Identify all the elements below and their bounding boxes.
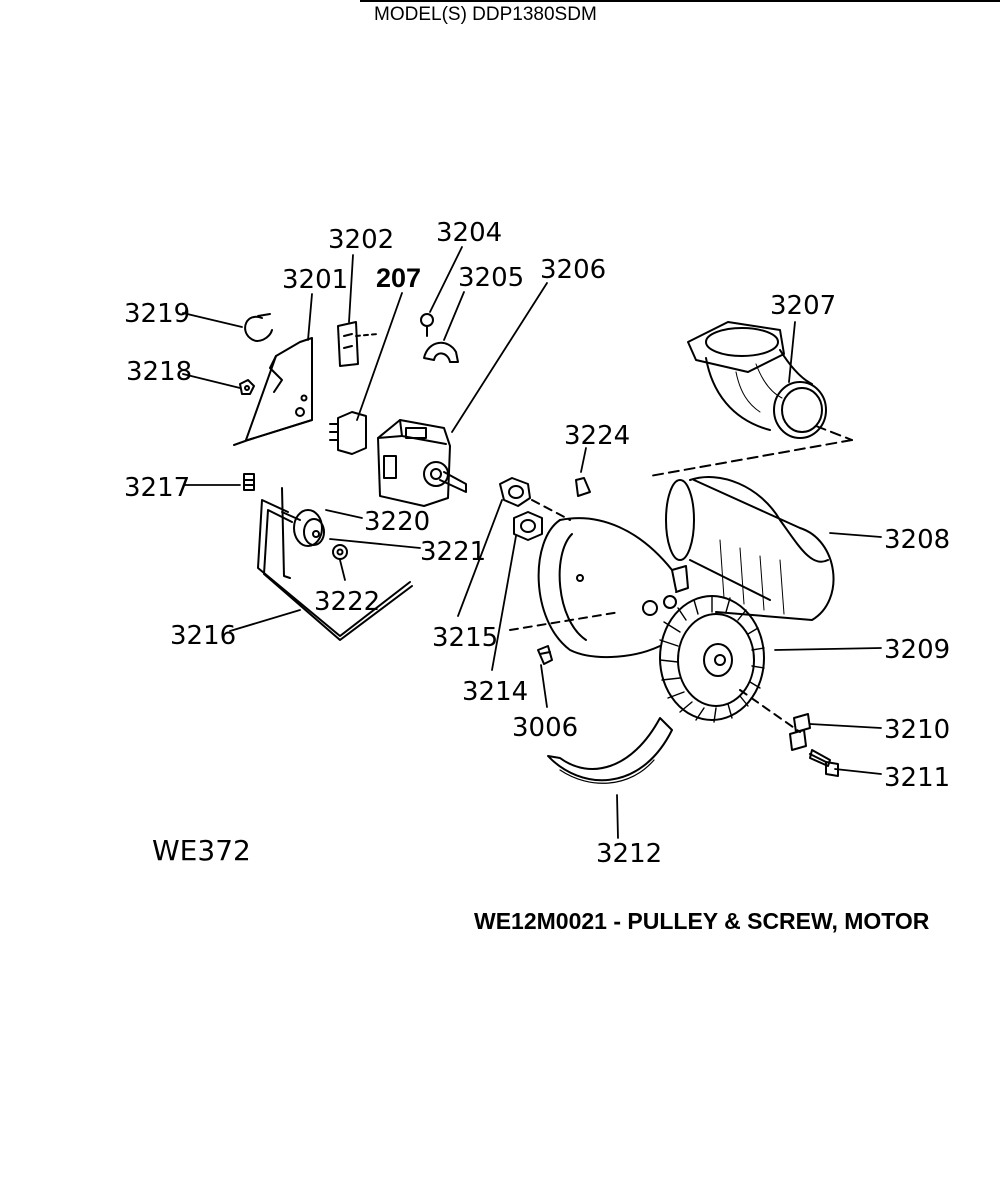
part-3220-pulley <box>281 509 325 547</box>
part-3215-bearing <box>499 477 531 507</box>
part-3218-nut <box>239 379 255 395</box>
model-label: MODEL(S) DDP1380SDM <box>374 4 597 25</box>
callout-3209: 3209 <box>884 635 950 665</box>
callout-207: 207 <box>376 263 421 293</box>
callout-3217: 3217 <box>124 473 190 503</box>
callout-3220: 3220 <box>364 507 430 537</box>
part-3212-shield <box>547 717 673 784</box>
callout-3222: 3222 <box>314 587 380 617</box>
part-3217-screw <box>243 473 255 491</box>
callout-3219: 3219 <box>124 299 190 329</box>
part-3211-bolt <box>809 749 839 777</box>
part-3204-3205-clamp <box>420 313 459 363</box>
diagram-id: WE372 <box>152 834 251 867</box>
callout-3218: 3218 <box>126 357 192 387</box>
part-3006-screw <box>537 645 553 665</box>
callout-3207: 3207 <box>770 291 836 321</box>
callout-3202: 3202 <box>328 225 394 255</box>
part-3202-pad <box>337 321 379 367</box>
callout-3221: 3221 <box>420 537 486 567</box>
part-3210-clip <box>789 713 811 751</box>
callout-3206: 3206 <box>540 255 606 285</box>
callout-3224: 3224 <box>564 421 630 451</box>
callout-3214: 3214 <box>462 677 528 707</box>
callout-3212: 3212 <box>596 839 662 869</box>
callout-3006: 3006 <box>512 713 578 743</box>
part-3222-nut <box>332 544 348 560</box>
header-rule <box>360 0 1000 2</box>
part-blower-housing <box>509 499 689 658</box>
callout-3201: 3201 <box>282 265 348 295</box>
callout-3216: 3216 <box>170 621 236 651</box>
callout-3215: 3215 <box>432 623 498 653</box>
callout-3204: 3204 <box>436 218 502 248</box>
callout-3208: 3208 <box>884 525 950 555</box>
part-3214-bearing <box>513 511 543 541</box>
part-3208-duct <box>665 476 835 621</box>
part-note: WE12M0021 - PULLEY & SCREW, MOTOR <box>474 908 930 934</box>
part-3209-blower-wheel <box>659 595 801 733</box>
callout-3210: 3210 <box>884 715 950 745</box>
callout-3211: 3211 <box>884 763 950 793</box>
part-207-switch <box>329 411 367 455</box>
leader-lines <box>182 246 882 839</box>
part-3216-spring <box>257 487 413 641</box>
part-3207-elbow <box>649 321 853 477</box>
part-3224-clip <box>575 477 591 497</box>
part-3219-clip <box>244 313 273 342</box>
part-3206-motor <box>377 419 467 507</box>
callout-3205: 3205 <box>458 263 524 293</box>
part-3201-bracket <box>233 337 313 446</box>
